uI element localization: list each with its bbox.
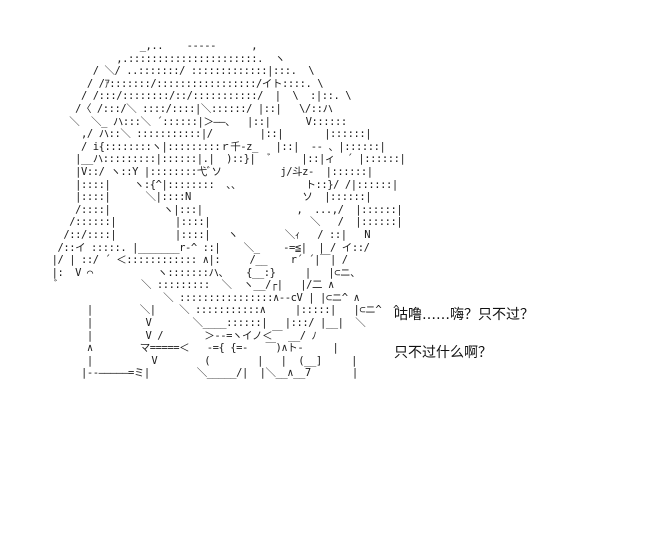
dialogue-line-1: 咕噜……嗨？只不过？: [394, 307, 534, 323]
dialogue-line-2: 只不过什么啊？: [394, 345, 492, 361]
ascii-art-character: _,.. ----- , ,.::::::::::::::::::::::. ヽ…: [51, 40, 406, 380]
